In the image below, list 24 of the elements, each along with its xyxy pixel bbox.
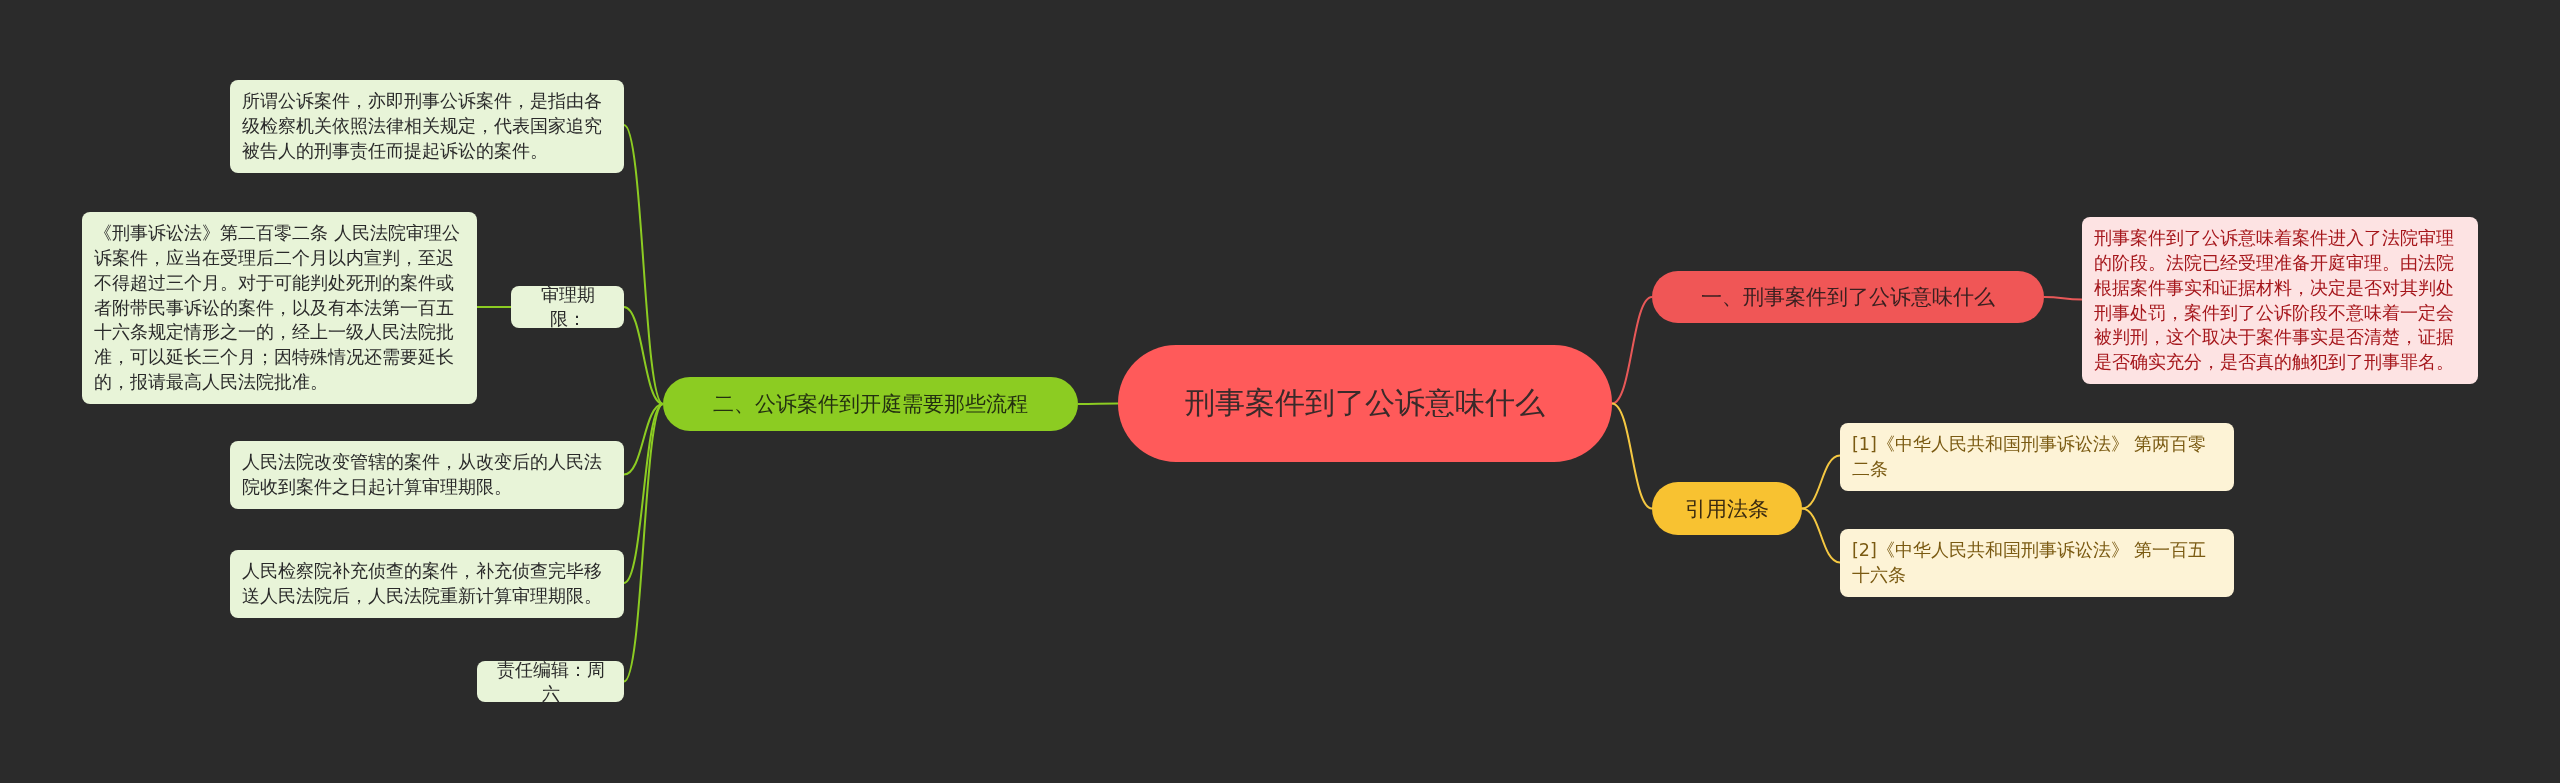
connector-line: [476, 306, 512, 308]
note-box: 《刑事诉讼法》第二百零二条 人民法院审理公诉案件，应当在受理后二个月以内宣判，至迟不得超过三个月。对于可能判处死刑的案件或者附带民事诉讼的案件，以及有本法第一百五十六条规定情形之一的，经上一级人民法院批准，可以延长三个月；因特殊情况还需要延长的，报请最高人民法院批准。: [82, 212, 477, 404]
note-box: 责任编辑：周六: [477, 661, 624, 702]
topic-pill: 二、公诉案件到开庭需要那些流程: [663, 377, 1078, 431]
central-topic: 刑事案件到了公诉意味什么: [1118, 345, 1612, 462]
reference-box: [1]《中华人民共和国刑事诉讼法》 第两百零二条: [1840, 423, 2234, 491]
connector-line: [623, 403, 664, 584]
connector-line: [623, 124, 664, 405]
note-box: 刑事案件到了公诉意味着案件进入了法院审理的阶段。法院已经受理准备开庭审理。由法院根据案件事实和证据材料，决定是否对其判处刑事处罚，案件到了公诉阶段不意味着一定会被判刑，这个取决于案件事实是否清楚，证据是否确实充分，是否真的触犯到了刑事罪名。: [2082, 217, 2478, 385]
subtopic-box: 审理期限：: [511, 286, 624, 328]
connector-line: [623, 306, 664, 405]
topic-pill: 引用法条: [1652, 482, 1802, 535]
topic-pill: 一、刑事案件到了公诉意味什么: [1652, 271, 2044, 323]
connector-line: [1801, 454, 1841, 510]
connector-line: [1077, 402, 1119, 405]
connector-line: [1801, 507, 1841, 564]
note-box: 人民法院改变管辖的案件，从改变后的人民法院收到案件之日起计算审理期限。: [230, 441, 624, 509]
reference-box: [2]《中华人民共和国刑事诉讼法》 第一百五十六条: [1840, 529, 2234, 597]
connector-line: [1611, 296, 1653, 405]
note-box: 所谓公诉案件，亦即刑事公诉案件，是指由各级检察机关依照法律相关规定，代表国家追究被告人的刑事责任而提起诉讼的案件。: [230, 80, 624, 173]
connector-line: [1611, 402, 1653, 510]
note-box: 人民检察院补充侦查的案件，补充侦查完毕移送人民法院后，人民法院重新计算审理期限。: [230, 550, 624, 618]
connector-line: [2043, 296, 2083, 301]
connector-line: [623, 403, 664, 683]
